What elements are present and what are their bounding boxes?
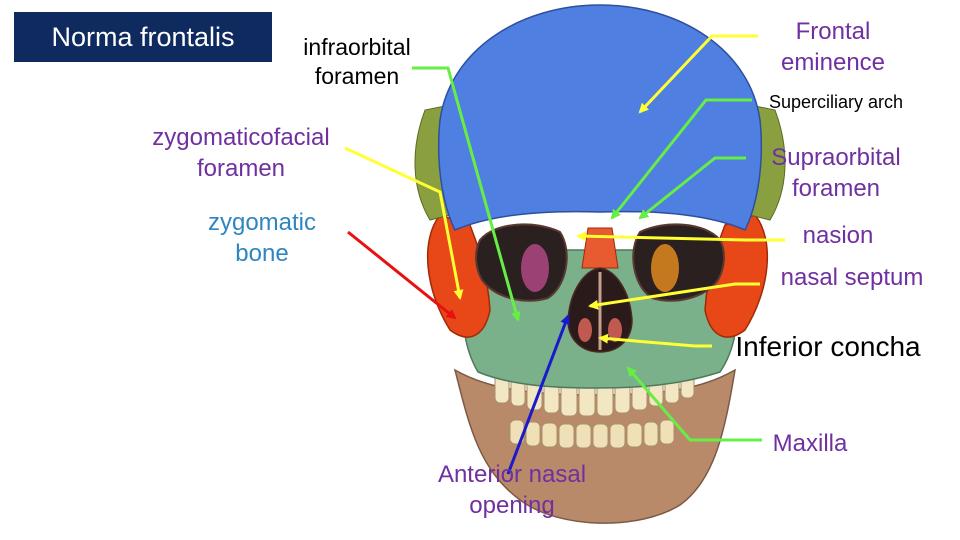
pointer-nasal-septum: [588, 282, 760, 310]
label-line: Supraorbital: [771, 144, 901, 171]
label-line: foramen: [314, 63, 400, 90]
label-line: opening: [469, 491, 555, 519]
label-nasal-septum: nasal septum: [780, 264, 924, 291]
lower-teeth: [509, 419, 675, 449]
label-line: Frontal: [795, 18, 871, 45]
label-line: zygomaticofacial: [152, 124, 330, 151]
label-infraorbital-foramen: infraorbital foramen: [284, 33, 430, 92]
pointer-supraorbital: [638, 156, 746, 220]
label-line: Anterior nasal: [437, 461, 587, 488]
label-line: zygomatic: [207, 209, 317, 236]
label-superciliary-arch: Superciliary arch: [768, 92, 904, 112]
pointer-nasion: [576, 231, 785, 242]
label-inferior-concha: Inferior concha: [735, 331, 921, 362]
label-nasion: nasion: [802, 222, 874, 249]
pointer-infraorbital: [412, 66, 521, 322]
label-line: foramen: [196, 154, 286, 182]
pointer-maxilla: [626, 366, 762, 442]
label-supraorbital-foramen: Supraorbital foramen: [746, 143, 926, 204]
pointer-frontal-eminence: [638, 34, 758, 114]
label-line: bone: [235, 239, 289, 267]
frontal-bone: [437, 4, 763, 231]
label-line: eminence: [780, 48, 886, 76]
pointer-superciliary: [610, 98, 752, 220]
left-orbit-wall: [521, 244, 549, 292]
pointer-zygomatic-bone: [347, 230, 457, 320]
pointer-zygomaticofacial: [344, 146, 464, 300]
label-line: infraorbital: [303, 34, 411, 60]
label-frontal-eminence: Frontal eminence: [756, 17, 910, 78]
label-zygomaticofacial-foramen: zygomaticofacial foramen: [130, 123, 352, 184]
pointer-inferior-concha: [598, 333, 712, 348]
right-orbit-wall: [651, 244, 679, 292]
label-anterior-nasal-opening: Anterior nasal opening: [412, 460, 612, 521]
label-zygomatic-bone: zygomatic bone: [180, 208, 344, 269]
label-line: foramen: [791, 174, 881, 202]
pointer-anterior-nasal: [506, 314, 570, 475]
label-maxilla: Maxilla: [772, 430, 848, 457]
inferior-concha-left: [578, 318, 592, 342]
page-title: Norma frontalis: [14, 12, 272, 62]
inferior-concha-right: [608, 318, 622, 342]
